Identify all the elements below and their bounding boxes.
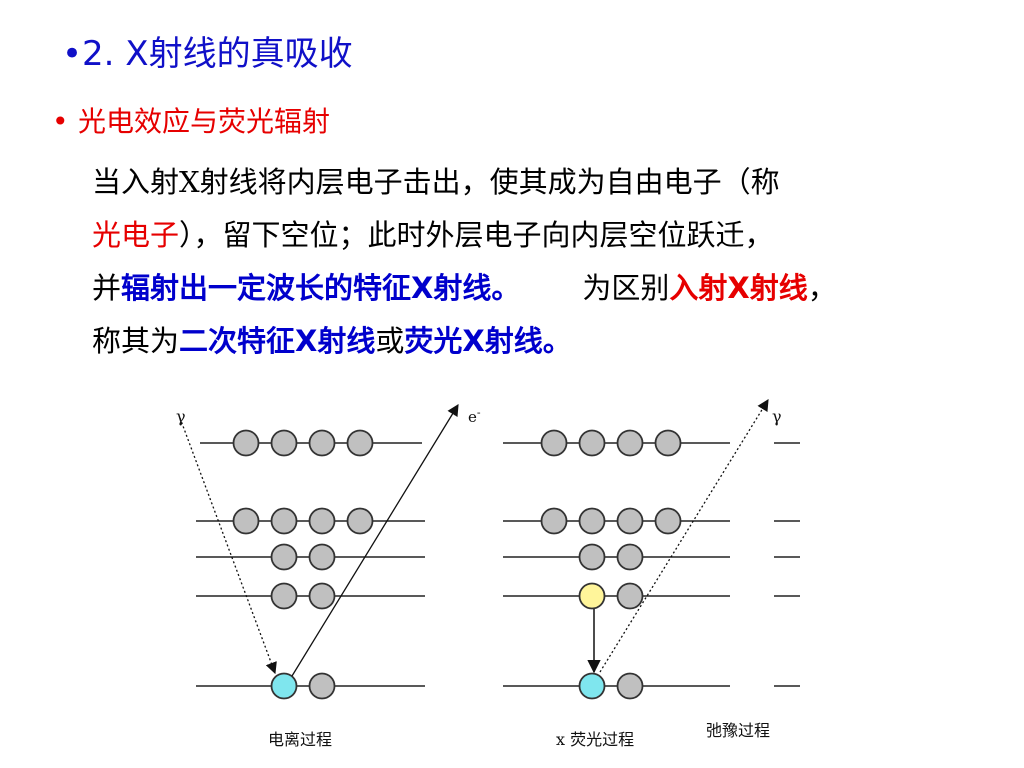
fluorescence-panel — [503, 442, 730, 687]
para-line-4: 称其为二次特征X射线或荧光X射线。 — [92, 315, 972, 368]
filled-vacancy-electron — [578, 672, 606, 700]
slide-title: •2. X射线的真吸收 — [62, 26, 353, 75]
caption-relaxation: 弛豫过程 — [706, 721, 770, 740]
vacancy-electron — [270, 672, 298, 700]
body-paragraph: 当入射X射线将内层电子击出，使其成为自由电子（称 光电子），留下空位；此时外层电… — [92, 156, 972, 368]
para-line-4-c: 或 — [375, 324, 405, 358]
para-line-1: 当入射X射线将内层电子击出，使其成为自由电子（称 — [92, 165, 780, 199]
caption-fluorescence: x 荧光过程 — [556, 730, 634, 749]
electron-out-label: e- — [468, 406, 481, 426]
characteristic-xray-term: 辐射出一定波长的特征X射线。 — [121, 271, 521, 305]
incident-gamma-arrow — [179, 417, 277, 675]
bullet-icon: • — [52, 105, 69, 138]
title-rest: 射线的真吸收 — [148, 34, 353, 74]
ionization-panel — [196, 442, 425, 687]
fluorescence-electrons — [540, 429, 682, 700]
fluorescent-xray-term: 荧光X射线。 — [404, 324, 572, 358]
relaxing-electron — [578, 582, 606, 610]
para-line-2: 光电子），留下空位；此时外层电子向内层空位跃迁， — [92, 209, 972, 262]
para-line-4-a: 称其为 — [92, 324, 180, 358]
relaxation-levels — [774, 442, 800, 687]
ionization-electrons — [232, 429, 374, 700]
caption-ionization: 电离过程 — [268, 730, 332, 749]
fluorescent-gamma-arrow — [599, 399, 769, 673]
bullet-text: 光电效应与荧光辐射 — [78, 105, 331, 138]
incident-xray-term: 入射X射线 — [669, 271, 808, 305]
gamma-out-label: γ — [772, 407, 782, 426]
title-prefix: •2. X — [62, 34, 149, 74]
para-line-2-text: ），留下空位；此时外层电子向内层空位跃迁， — [179, 218, 774, 252]
photoelectron-term: 光电子 — [92, 218, 180, 252]
para-line-3-e: ， — [807, 271, 837, 305]
bullet-heading: • 光电效应与荧光辐射 — [52, 100, 330, 140]
para-line-3-c: 为区别 — [582, 271, 670, 305]
secondary-xray-term: 二次特征X射线 — [179, 324, 376, 358]
gamma-in-label: γ — [176, 407, 186, 426]
para-line-3-a: 并 — [92, 271, 122, 305]
para-line-3: 并辐射出一定波长的特征X射线。 为区别入射X射线， — [92, 262, 972, 315]
photoelectron-arrow — [291, 404, 459, 677]
